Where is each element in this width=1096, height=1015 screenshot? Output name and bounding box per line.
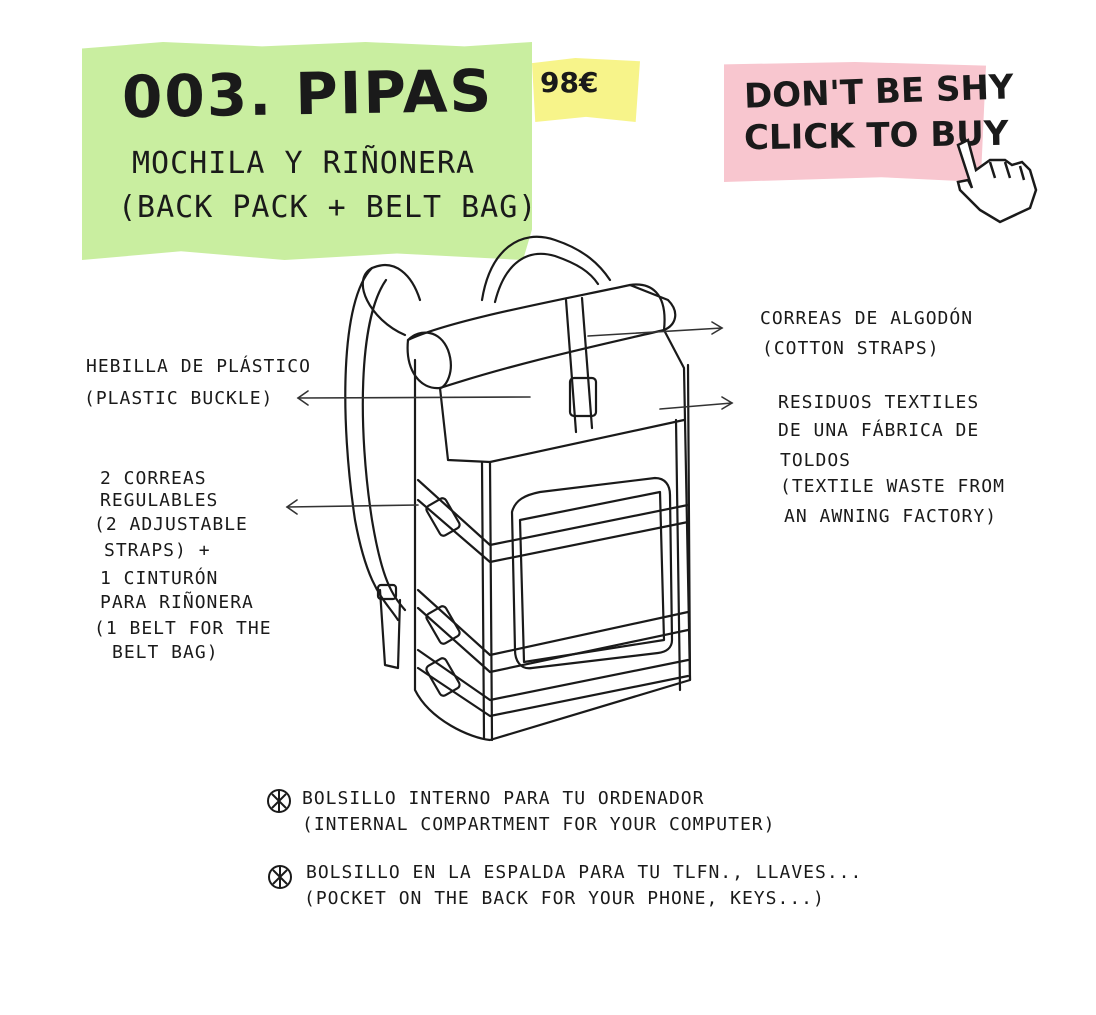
buckle-label-en: (PLASTIC BUCKLE) bbox=[84, 388, 274, 409]
price-tape bbox=[532, 58, 640, 122]
straps-line-1: 2 CORREAS bbox=[100, 468, 207, 489]
straps-line-6: PARA RIÑONERA bbox=[100, 592, 254, 613]
straps-line-5: 1 CINTURÓN bbox=[100, 568, 219, 589]
feature-2-en: (POCKET ON THE BACK FOR YOUR PHONE, KEYS… bbox=[304, 888, 825, 909]
textile-line-2: DE UNA FÁBRICA DE bbox=[778, 420, 980, 441]
straps-line-3: (2 ADJUSTABLE bbox=[94, 514, 248, 535]
straps-line-4: STRAPS) + bbox=[104, 540, 211, 561]
product-price: 98€ bbox=[540, 66, 599, 99]
textile-line-4: (TEXTILE WASTE FROM bbox=[780, 476, 1005, 497]
cotton-label-en: (COTTON STRAPS) bbox=[762, 338, 940, 359]
straps-line-7: (1 BELT FOR THE bbox=[94, 618, 272, 639]
feature-1-es: BOLSILLO INTERNO PARA TU ORDENADOR bbox=[302, 788, 705, 809]
straps-line-2: REGULABLES bbox=[100, 490, 219, 511]
feature-2-es: BOLSILLO EN LA ESPALDA PARA TU TLFN., LL… bbox=[306, 862, 863, 883]
feature-1-en: (INTERNAL COMPARTMENT FOR YOUR COMPUTER) bbox=[302, 814, 776, 835]
product-subtitle-en: (BACK PACK + BELT BAG) bbox=[118, 190, 538, 225]
pointing-hand-cursor-icon[interactable] bbox=[956, 138, 1038, 224]
textile-line-3: TOLDOS bbox=[780, 450, 852, 471]
straps-line-8: BELT BAG) bbox=[112, 642, 219, 663]
feature-bullets bbox=[267, 789, 292, 889]
buy-button[interactable] bbox=[724, 62, 986, 182]
title-tape bbox=[82, 42, 532, 260]
buckle-label-es: HEBILLA DE PLÁSTICO bbox=[86, 356, 311, 377]
textile-line-1: RESIDUOS TEXTILES bbox=[778, 392, 980, 413]
cotton-label-es: CORREAS DE ALGODÓN bbox=[760, 308, 974, 329]
product-subtitle-es: MOCHILA Y RIÑONERA bbox=[132, 146, 476, 181]
textile-line-5: AN AWNING FACTORY) bbox=[784, 506, 998, 527]
annotation-arrows bbox=[285, 321, 734, 515]
